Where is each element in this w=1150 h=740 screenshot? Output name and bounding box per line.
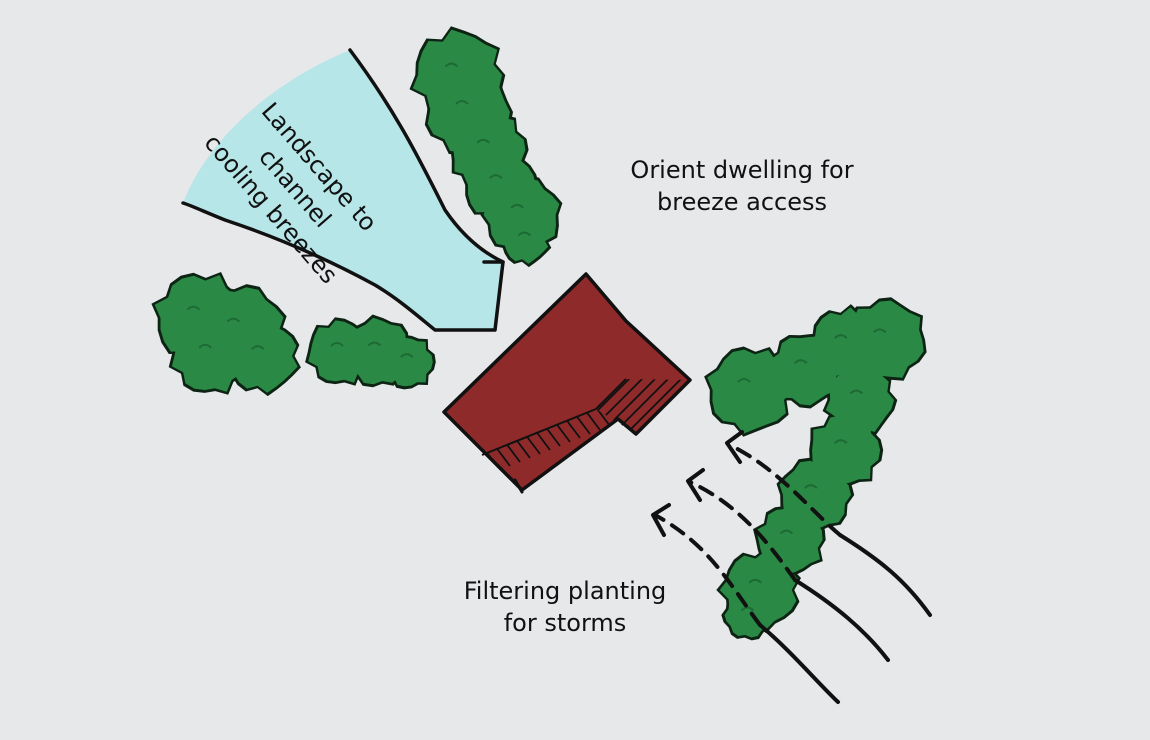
tree-canopy-fill [384,337,433,387]
tree-top-center-icon [409,26,563,268]
roof-ridge-line [481,408,597,456]
tree-canopy-fill [846,300,924,378]
tree-texture-mark [737,378,751,383]
tree-texture-mark [794,359,808,364]
roof-hatch-line [499,409,561,447]
roof-hatch-line [482,409,511,467]
tree-texture-mark [251,345,265,350]
tree-texture-mark [476,138,490,144]
orient-label-line-1: Orient dwelling for [630,156,854,184]
storm-dashed-arrow-1 [728,443,842,537]
tree-left-small-icon [305,314,436,390]
storm-wind-line-2 [793,578,890,662]
tree-left-icon [151,272,301,397]
storm-label-line-2: for storms [503,609,627,637]
dwelling-roof-icon [442,272,692,492]
roof-hatch-line [611,379,690,434]
tree-texture-mark [834,334,848,339]
storm-label-line-1: Filtering planting [463,577,667,605]
storm-wind-line-1 [838,533,932,617]
tree-texture-mark [740,606,755,612]
tree-texture-mark [834,439,848,444]
tree-texture-mark [444,62,459,68]
tree-canopy-fill [825,365,895,433]
tree-canopy-fill [171,317,247,392]
dashed-arrow-icon [651,503,671,537]
roof-hatch-line [519,409,581,439]
roof-hatch-line [549,409,611,427]
tree-texture-mark [748,578,762,584]
tree-texture-mark [489,174,503,179]
tree-texture-mark [226,317,241,323]
roof-hatch-line [529,409,591,435]
storm-wind-line-3 [758,623,840,704]
storm-wind-arrows [651,430,932,704]
tree-texture-mark [849,389,864,395]
tree-texture-mark [804,484,818,489]
breeze-arrow-outline [181,48,505,332]
roof-hatch-line [482,409,501,471]
storm-dashed-arrow-3 [653,513,762,627]
tree-right-storm-icon [704,297,927,641]
orient-label-line-2: breeze access [657,188,827,216]
storm-planting-label: Filtering planting for storms [430,575,700,639]
tree-texture-mark [510,203,524,209]
tree-canopy-fill [500,215,549,264]
tree-texture-mark [517,231,532,237]
tree-texture-mark [198,343,212,349]
tree-texture-mark [367,341,382,347]
orient-dwelling-label: Orient dwelling for breeze access [604,154,880,218]
storm-dashed-arrow-2 [688,480,797,582]
dwelling-wall-tick [513,478,524,494]
cooling-breeze-arrow [181,48,505,332]
tree-texture-mark [400,353,414,358]
tree-texture-mark [330,342,344,347]
dashed-arrow-icon [725,430,744,464]
dashed-arrow-icon [686,468,705,502]
tree-texture-mark [186,305,201,311]
tree-texture-mark [455,100,469,105]
tree-texture-mark [779,529,794,535]
roof-ridge-line-2 [595,378,627,410]
tree-texture-mark [872,328,887,334]
tree-group [151,26,927,641]
breeze-arrow-icon [183,50,503,330]
roof-hatch-line [509,409,571,443]
roof-hatch-line [539,409,601,431]
